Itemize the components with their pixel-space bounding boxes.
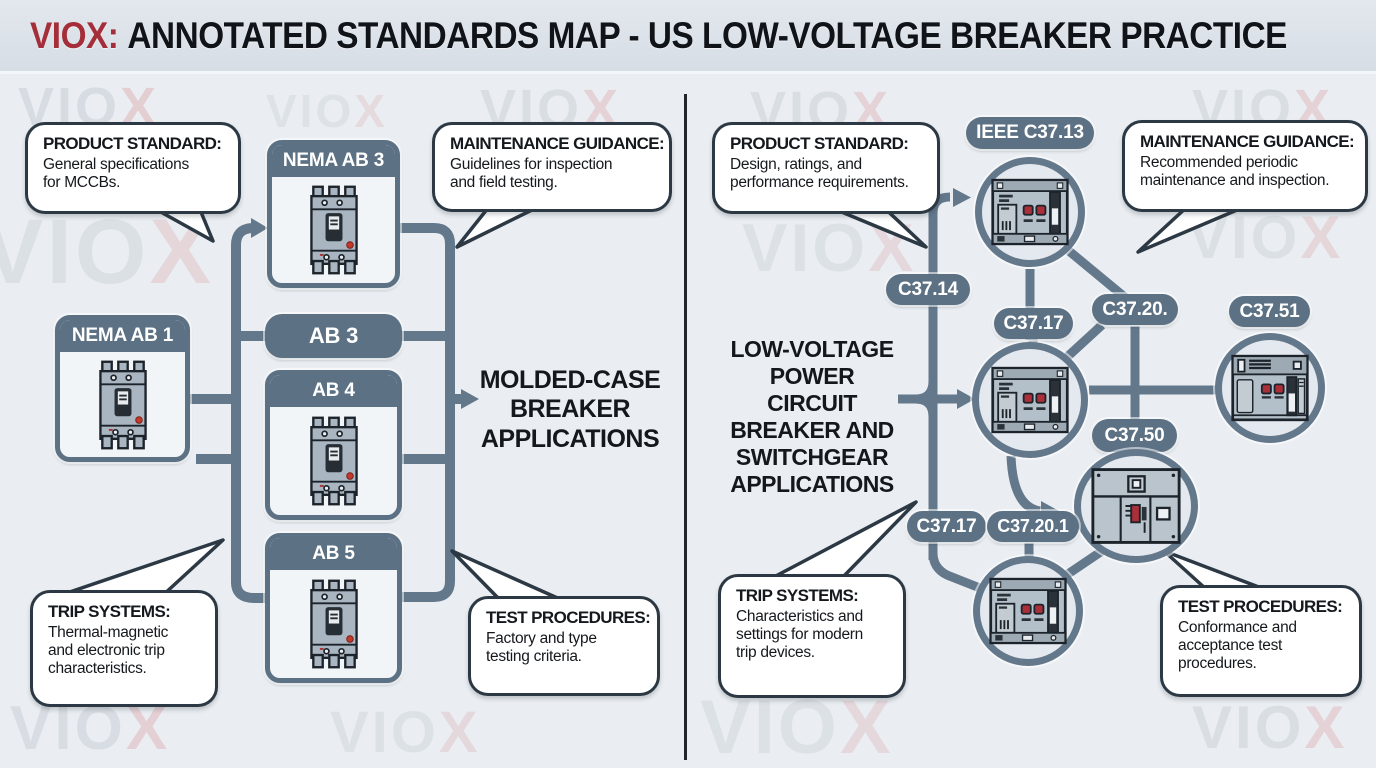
viox-watermark: VIOX	[0, 201, 214, 303]
connector-fork-down	[914, 394, 938, 418]
node-c3720-pill: C37.20.	[1092, 294, 1178, 325]
connector-trunk-left-a	[231, 223, 267, 603]
brand-prefix: VIOX:	[30, 14, 119, 56]
callout-title: PRODUCT STANDARD:	[730, 134, 909, 153]
viox-watermark: VIOX	[266, 85, 388, 137]
callout-body: Thermal-magnetic and electronic trip cha…	[48, 624, 169, 678]
connector-c3720-center	[1062, 321, 1106, 362]
callout-maintenance-right: MAINTENANCE GUIDANCE: Recommended period…	[1122, 120, 1368, 212]
mccb-breaker-icon	[302, 577, 366, 671]
node-c3717-bottom-pill: C37.17	[907, 511, 986, 542]
viox-watermark: VIOX	[1192, 694, 1348, 761]
tail-test-left	[450, 549, 564, 602]
arrow-to-center-circle	[957, 389, 975, 409]
connector-trunk-right	[928, 192, 951, 560]
connector-trunk-left-b	[400, 223, 455, 602]
tail-test-right	[1162, 549, 1266, 591]
callout-trip-right: TRIP SYSTEMS: Characteristics and settin…	[718, 574, 906, 698]
tail-maintenance-right	[1136, 204, 1239, 254]
callout-body: General specifications for MCCBs.	[43, 156, 189, 192]
right-application-label: LOW-VOLTAGE POWER CIRCUIT BREAKER AND SW…	[730, 336, 894, 497]
callout-title: MAINTENANCE GUIDANCE:	[450, 134, 665, 153]
callout-body: Guidelines for inspection and field test…	[450, 156, 613, 192]
node-ab4: AB 4	[265, 370, 402, 520]
node-label: NEMA AB 1	[60, 320, 185, 352]
title-text: ANNOTATED STANDARDS MAP - US LOW-VOLTAGE…	[127, 14, 1287, 56]
callout-title: TRIP SYSTEMS:	[48, 602, 171, 621]
callout-title: MAINTENANCE GUIDANCE:	[1140, 132, 1355, 151]
node-ieee-c3713-circle	[975, 157, 1085, 267]
mccb-breaker-icon	[302, 414, 366, 508]
callout-title: TEST PROCEDURES:	[1178, 597, 1343, 616]
node-nema-ab3: NEMA AB 3	[267, 140, 400, 288]
drawout-breaker-icon	[1230, 351, 1310, 425]
callout-body: Design, ratings, and performance require…	[730, 156, 909, 192]
node-c3714-pill: C37.14	[886, 274, 970, 305]
node-c3750-ellipse	[1074, 449, 1198, 563]
callout-title: TRIP SYSTEMS:	[736, 586, 859, 605]
acb-breaker-icon	[990, 175, 1070, 249]
node-label: AB 4	[270, 375, 397, 407]
panel-divider-line	[684, 94, 687, 760]
callout-maintenance-left: MAINTENANCE GUIDANCE: Guidelines for ins…	[432, 122, 672, 212]
callout-product-standard-left: PRODUCT STANDARD: General specifications…	[25, 122, 241, 214]
left-application-label: MOLDED-CASE BREAKER APPLICATIONS	[479, 366, 661, 453]
tail-trip-left	[56, 538, 225, 598]
arrow-to-nema-ab3	[251, 218, 268, 238]
callout-body: Characteristics and settings for modern …	[736, 608, 863, 662]
node-ieee-c3713-pill: IEEE C37.13	[966, 117, 1094, 149]
callout-test-left: TEST PROCEDURES: Factory and type testin…	[468, 596, 660, 696]
mccb-breaker-icon	[91, 358, 155, 452]
node-bottom-circle	[973, 556, 1083, 666]
callout-body: Recommended periodic maintenance and ins…	[1140, 154, 1330, 190]
connector-center-c3750-curve	[1006, 455, 1042, 516]
connector-ieee-c3720	[1066, 247, 1130, 303]
viox-watermark: VIOX	[700, 685, 894, 768]
callout-trip-left: TRIP SYSTEMS: Thermal-magnetic and elect…	[30, 590, 218, 707]
callout-body: Factory and type testing criteria.	[486, 630, 597, 666]
callout-product-standard-right: PRODUCT STANDARD: Design, ratings, and p…	[712, 122, 940, 214]
mccb-breaker-icon	[302, 183, 366, 277]
page-title: VIOX:ANNOTATED STANDARDS MAP - US LOW-VO…	[30, 15, 1287, 57]
node-c3751-pill: C37.51	[1229, 296, 1310, 327]
callout-title: TEST PROCEDURES:	[486, 608, 651, 627]
node-c3750-pill: C37.50	[1092, 419, 1177, 452]
node-ab3-pill: AB 3	[265, 314, 402, 358]
viox-watermark: VIOX	[10, 694, 171, 763]
acb-breaker-icon	[988, 574, 1068, 648]
viox-watermark: VIOX	[330, 700, 481, 765]
arrow-to-molded-case	[461, 389, 479, 409]
node-nema-ab1: NEMA AB 1	[55, 315, 190, 462]
acb-breaker-icon	[990, 363, 1070, 437]
callout-body: Conformance and acceptance test procedur…	[1178, 619, 1297, 673]
header-bar: VIOX:ANNOTATED STANDARDS MAP - US LOW-VO…	[0, 0, 1376, 74]
node-center-circle	[972, 342, 1088, 458]
node-label: AB 5	[270, 538, 397, 570]
node-c3717-top-pill: C37.17	[994, 308, 1073, 339]
callout-test-right: TEST PROCEDURES: Conformance and accepta…	[1160, 585, 1362, 697]
connector-trunk-bottomcircle	[928, 552, 992, 597]
node-c3751-circle	[1215, 333, 1325, 443]
switchgear-cabinet-icon	[1090, 465, 1182, 547]
node-c37201-pill: C37.20.1	[987, 511, 1079, 542]
viox-watermark: VIOX	[742, 210, 917, 286]
callout-title: PRODUCT STANDARD:	[43, 134, 222, 153]
tail-trip-right	[770, 500, 918, 580]
arrow-to-ieee-circle	[953, 188, 971, 207]
node-ab5: AB 5	[265, 533, 402, 683]
node-label: NEMA AB 3	[272, 145, 395, 177]
